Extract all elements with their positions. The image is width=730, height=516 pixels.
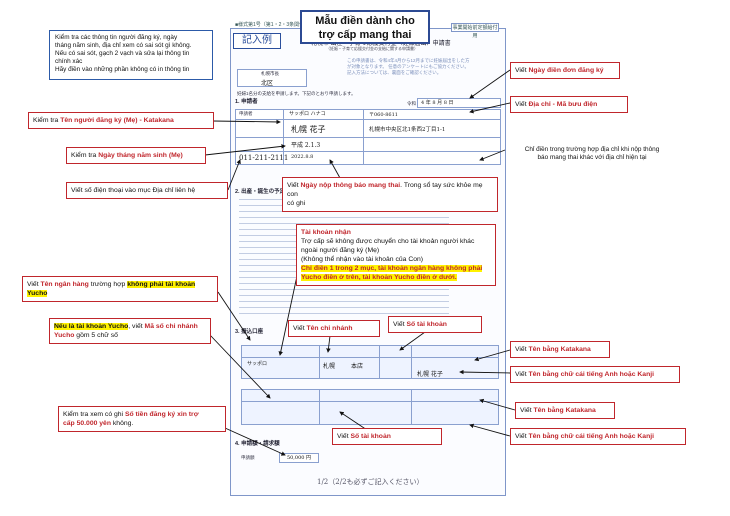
- annot-other-address: Chỉ điền trong trường hợp địa chỉ khi nộ…: [524, 146, 660, 161]
- section1-title: 1. 申請者: [235, 99, 258, 105]
- name-value: 札幌 花子: [291, 125, 326, 134]
- ward-value: 北区: [261, 80, 274, 87]
- arrow-yucho: [209, 334, 271, 399]
- annot-account: Tài khoản nhận Trợ cấp sẽ không được chu…: [296, 224, 496, 286]
- furigana-value: サッポロ ハナコ: [289, 111, 326, 117]
- arrow-phone: [227, 159, 241, 191]
- kinyurei-label: 記入例: [233, 33, 281, 49]
- ward-label: 札幌市長: [261, 71, 279, 76]
- arrow-kanji-bottom: [469, 423, 511, 437]
- annot-notify: Viết Ngày nộp thông báo mang thai. Trong…: [282, 177, 498, 212]
- date-field[interactable]: [417, 98, 501, 108]
- arrow-branch: [326, 335, 331, 353]
- yucho-account-block[interactable]: [241, 389, 499, 425]
- arrow-acct-top: [399, 331, 426, 351]
- form-stamp: 事業開始前定額給付用: [451, 23, 499, 39]
- applicant-label: 申請者: [239, 111, 253, 116]
- arrow-kata-bottom: [479, 398, 516, 411]
- bank-value: 札幌: [323, 363, 336, 370]
- bank-account-block[interactable]: [241, 345, 499, 379]
- annot-account-no-top: Viết Số tài khoản: [388, 316, 482, 333]
- account-name-top: 札幌 花子: [417, 371, 443, 378]
- form-title: 札幌市 出産・子育て応援交付金（妊娠届出）申請書: [311, 41, 451, 47]
- section2-title: 2. 出産・誕生の予定: [235, 189, 286, 195]
- annot-address: Viết Địa chỉ - Mã bưu điện: [510, 96, 628, 113]
- arrow-kata-top: [474, 349, 511, 362]
- arrow-kanji-top: [459, 369, 511, 375]
- date-label: 令和: [407, 101, 416, 106]
- birth-value: 平成 2.1.3: [291, 142, 321, 149]
- form-code: ■様式第1号（第1・2・3条関係）: [235, 22, 310, 28]
- arrow-name: [212, 119, 281, 125]
- annot-birth: Kiểm tra Ngày tháng năm sinh (Mẹ): [66, 147, 206, 164]
- annot-name: Kiểm tra Tên người đăng ký (Mẹ) - Kataka…: [28, 112, 214, 129]
- annot-yucho: Nếu là tài khoản Yucho, viết Mã số chi n…: [49, 318, 211, 344]
- annot-branch: Viết Tên chi nhánh: [288, 320, 380, 337]
- arrow-birth: [204, 144, 286, 156]
- phone-value: 011-211-2111: [239, 154, 289, 162]
- annot-katakana-bottom: Viết Tên bằng Katakana: [515, 402, 615, 419]
- annot-submission-date: Viết Ngày điền đơn đăng ký: [510, 62, 620, 79]
- form-notes: この申請書は、令和4年4月から12月までに妊娠届出をした方 が対象となります。 …: [347, 58, 470, 75]
- zip-value: 〒060-8611: [369, 112, 398, 118]
- amount-unit: 円: [306, 455, 312, 461]
- address-value: 札幌市中央区北1条西2丁目1-1: [369, 127, 446, 133]
- annot-bank-name: Viết Tên ngân hàng trường hợp không phải…: [22, 276, 218, 302]
- page-footer: 1/2（2/2も必ずご記入ください）: [317, 478, 424, 486]
- page-title: Mẫu điền dành cho trợ cấp mang thai: [300, 10, 430, 44]
- section3-title: 3. 振込口座: [235, 329, 264, 335]
- annot-kanji-bottom: Viết Tên bằng chữ cái tiếng Anh hoặc Kan…: [510, 428, 686, 445]
- annot-account-no-bottom: Viết Số tài khoản: [332, 428, 442, 445]
- amount-value: 50,000: [286, 455, 305, 461]
- annot-katakana-top: Viết Tên bằng Katakana: [510, 341, 610, 358]
- arrow-address: [469, 102, 511, 114]
- date-value: 4 年 8 月 8 日: [421, 100, 454, 106]
- branch-value: 本店: [351, 363, 364, 370]
- bank-furigana: サッポロ: [247, 361, 268, 367]
- arrow-other-address: [479, 149, 506, 161]
- section4-title: 4. 申請額・請求額: [235, 441, 280, 447]
- notify-date-value: 2022.8.8: [291, 154, 314, 160]
- arrow-amount: [224, 427, 286, 456]
- amount-field[interactable]: 50,000 円: [279, 453, 319, 463]
- arrow-date: [469, 69, 511, 99]
- amount-label: 申請額: [241, 455, 255, 460]
- annot-phone: Viết số điện thoại vào mục Địa chỉ liên …: [66, 182, 228, 199]
- intro-note: Kiểm tra các thông tin người đăng ký, ng…: [49, 30, 213, 80]
- arrow-notify: [329, 159, 341, 179]
- apply-line: 妊婦1名分の支給を申請します。下記のとおり申請します。: [237, 91, 356, 96]
- arrow-bank: [217, 291, 251, 341]
- annot-amount: Kiểm tra xem có ghi Số tiền đăng ký xin …: [58, 406, 226, 432]
- annot-kanji-top: Viết Tên bằng chữ cái tiếng Anh hoặc Kan…: [510, 366, 680, 383]
- form-subtitle: （妊娠・子育て応援交付金の支給に関する申請書）: [326, 46, 418, 51]
- ward-field[interactable]: [237, 69, 307, 87]
